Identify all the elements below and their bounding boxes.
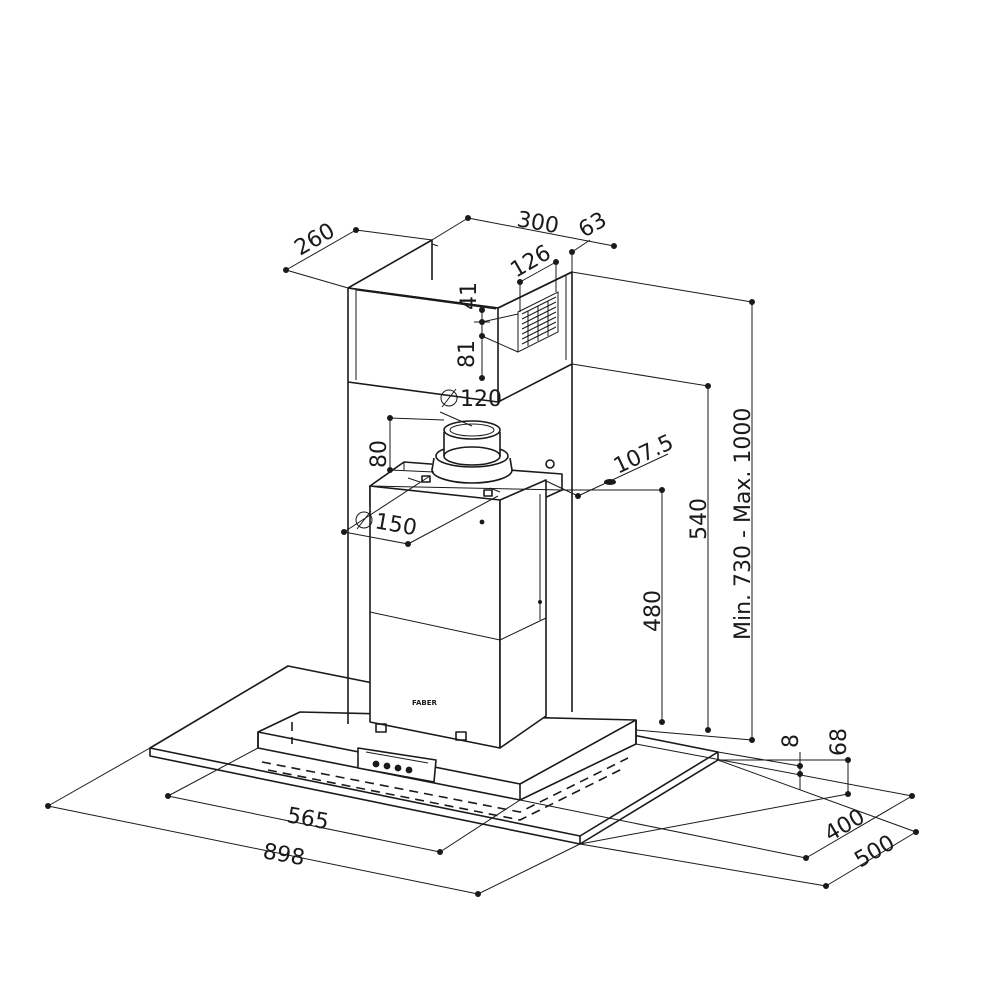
dim-chimney-depth: 260 [291,219,340,262]
vent-grille [517,291,559,353]
dim-inner-depth: 400 [821,805,870,848]
dim-outlet-height: 80 [367,440,392,468]
dimension-lines [45,215,919,897]
dim-chimney-width: 300 [515,207,561,239]
control-button-3 [394,764,402,772]
hidden-edges [261,722,629,821]
dim-motor-height: 480 [641,590,666,632]
dim-hood-thickness: 68 [827,728,852,756]
dim-lower-height: 540 [687,498,712,540]
dim-inner-width: 565 [285,803,331,835]
dim-outlet-offset: 107.5 [610,430,678,479]
dim-vent-height: 81 [455,340,480,368]
upper-chimney [347,239,573,403]
control-panel [357,747,437,783]
dim-total-width: 898 [261,839,307,871]
dim-vent-width: 126 [507,241,556,284]
dim-vent-top: 41 [457,282,482,310]
control-button-4 [405,766,413,774]
dim-total-height: Min. 730 - Max. 1000 [731,408,756,640]
dim-glass-thickness: 8 [779,734,804,748]
svg-text:120: 120 [460,387,502,412]
dim-vent-offset: 63 [575,208,612,244]
control-button-2 [383,762,391,770]
dim-outlet-upper-dia: 120 [440,387,502,412]
motor-unit: FABER [369,459,563,749]
exhaust-outlet [407,420,513,497]
control-button-1 [372,760,380,768]
brand-logo: FABER [412,699,438,707]
